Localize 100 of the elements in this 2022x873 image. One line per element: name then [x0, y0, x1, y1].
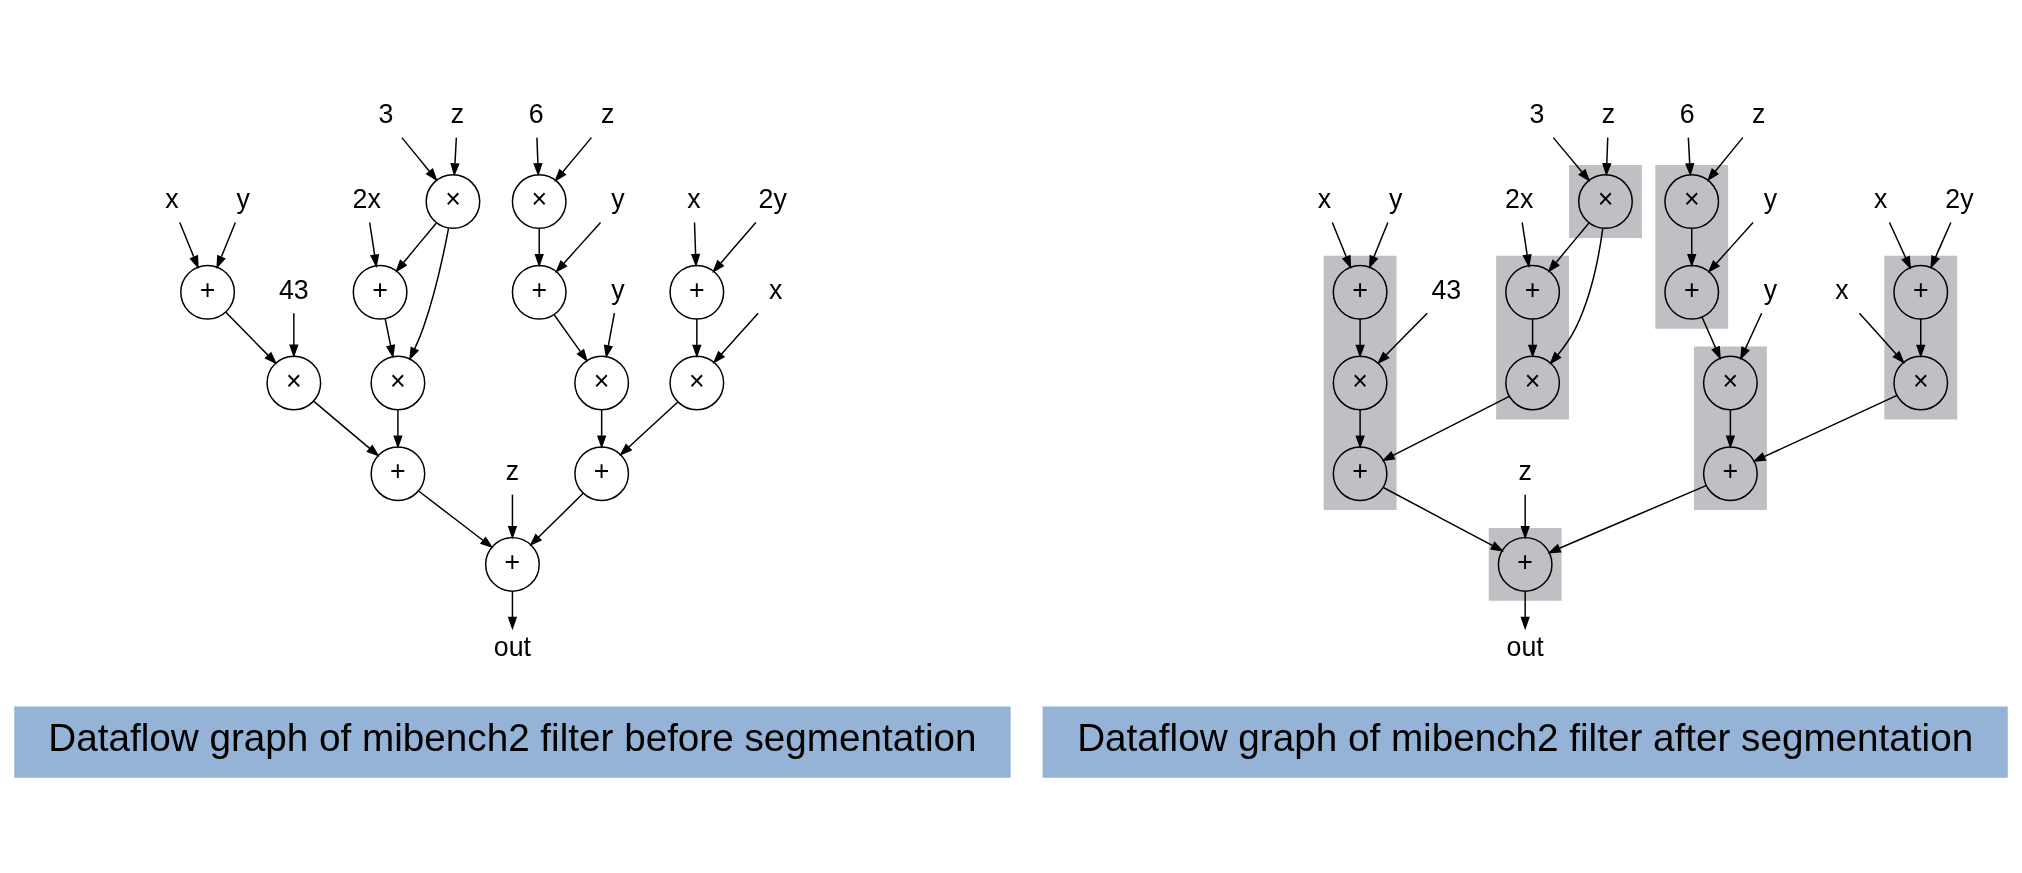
node-circle: + — [1893, 264, 1949, 320]
arrow — [1552, 136, 1591, 182]
arrow — [1383, 487, 1505, 552]
node-text: 3 — [378, 99, 394, 130]
node-text: z — [450, 99, 465, 130]
arrow — [1527, 318, 1538, 359]
node-circle: + — [511, 264, 567, 320]
node-circle: + — [574, 446, 630, 502]
arrow — [507, 590, 518, 631]
node-text: y — [1763, 274, 1778, 305]
arrow — [225, 311, 278, 365]
arrow — [418, 490, 494, 549]
node-text: z — [1601, 99, 1616, 130]
arrow — [597, 409, 607, 449]
node-text: 2x — [1505, 184, 1534, 215]
node-text: 6 — [1679, 99, 1695, 130]
node-text: 3 — [1529, 99, 1545, 130]
node-text: y — [1389, 184, 1403, 215]
arrow — [384, 317, 396, 359]
node-circle: × — [1702, 355, 1758, 411]
arrow — [534, 227, 544, 268]
node-circle: × — [1505, 355, 1561, 411]
node-circle: + — [370, 446, 426, 502]
arrow — [533, 136, 543, 177]
arrow — [1521, 221, 1532, 268]
arrow — [1701, 316, 1721, 360]
node-text: z — [1518, 456, 1532, 487]
arrow — [1355, 409, 1365, 449]
node-text: 2y — [758, 184, 787, 215]
arrow — [179, 221, 199, 270]
arrow — [1752, 394, 1898, 463]
arrow — [529, 492, 584, 547]
node-circle: × — [574, 355, 630, 411]
node-text: 2y — [1945, 184, 1974, 215]
node-text: y — [611, 184, 625, 215]
arrow — [1331, 221, 1352, 270]
node-text: out — [493, 631, 532, 662]
node-text: z — [505, 456, 520, 487]
node-circle: × — [1332, 355, 1388, 411]
node-circle: + — [669, 264, 725, 320]
node-box: Dataflow graph of mibench2 filter before segmentation — [14, 706, 1011, 778]
arrow — [1381, 395, 1511, 462]
arrow — [619, 401, 679, 456]
node-text: y — [611, 274, 625, 305]
arrow — [368, 221, 380, 268]
arrow — [313, 400, 380, 457]
arrow — [1725, 409, 1736, 449]
node-circle: + — [1332, 446, 1388, 502]
arrow — [603, 312, 616, 359]
arrow — [409, 227, 450, 361]
node-text: z — [600, 99, 615, 130]
arrow — [1740, 312, 1763, 361]
arrow — [555, 221, 602, 273]
arrow — [1707, 136, 1744, 182]
node-text: x — [165, 184, 179, 215]
arrow — [1687, 227, 1697, 268]
arrow — [393, 409, 403, 449]
node-circle: × — [370, 355, 426, 411]
node-circle: × — [1664, 174, 1720, 230]
arrow — [1549, 227, 1604, 365]
arrow — [1602, 136, 1612, 177]
node-circle: + — [1702, 446, 1758, 502]
node-circle: + — [1505, 264, 1561, 320]
arrow — [289, 312, 299, 358]
arrow — [1547, 222, 1590, 273]
arrow — [450, 136, 460, 177]
node-circle: × — [1893, 355, 1949, 411]
arrow — [553, 314, 588, 363]
arrow — [1930, 221, 1952, 270]
arrow — [1707, 221, 1754, 273]
arrow — [395, 222, 438, 273]
arrow — [1520, 493, 1530, 540]
node-text: 2x — [352, 184, 381, 215]
arrow — [1888, 221, 1912, 270]
node-text: 43 — [1431, 274, 1462, 305]
node-circle: + — [484, 536, 540, 592]
node-text: x — [768, 274, 783, 305]
arrow — [554, 136, 593, 182]
node-circle: × — [1577, 174, 1633, 230]
node-text: y — [1763, 184, 1778, 215]
node-circle: × — [266, 355, 322, 411]
arrow — [712, 221, 757, 274]
node-circle: × — [511, 174, 567, 230]
arrow — [1685, 136, 1695, 177]
arrow — [1377, 312, 1428, 365]
node-text: z — [1751, 99, 1766, 130]
arrow — [690, 221, 701, 268]
node-circle: + — [180, 264, 236, 320]
node-text: x — [1873, 184, 1888, 215]
arrow — [1916, 318, 1926, 359]
node-text: 43 — [278, 274, 309, 305]
arrow — [507, 493, 518, 540]
arrow — [401, 136, 438, 182]
arrow — [1368, 221, 1389, 270]
node-circle: + — [1332, 264, 1388, 320]
arrow — [692, 318, 702, 359]
node-circle: × — [669, 355, 725, 411]
node-text: y — [236, 184, 250, 215]
node-text: x — [1317, 184, 1332, 215]
node-circle: + — [352, 264, 408, 320]
